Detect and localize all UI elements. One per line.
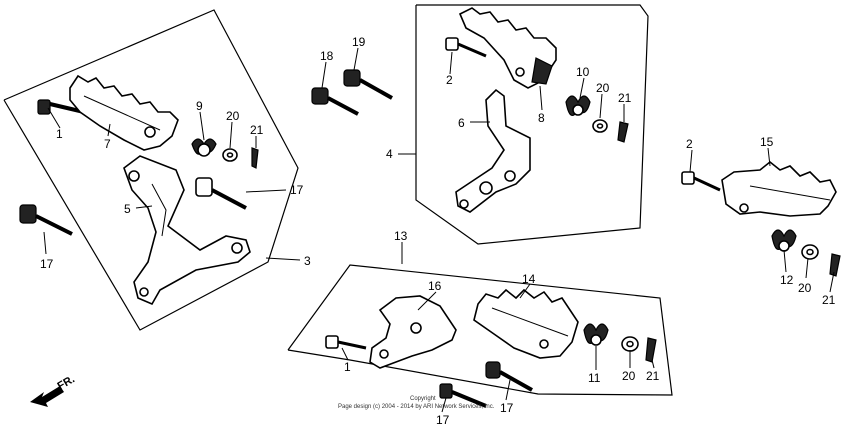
pin-21-center xyxy=(617,121,629,143)
bolt-18 xyxy=(311,87,359,116)
bolt-2-right xyxy=(681,171,721,192)
pin-21-left xyxy=(251,147,259,169)
bolt-1-bottom xyxy=(325,335,367,350)
callout-12: 12 xyxy=(780,273,794,287)
group-box-bottom xyxy=(287,264,673,396)
callout-20: 20 xyxy=(798,281,812,295)
footpeg-14 xyxy=(473,288,579,359)
spring-9 xyxy=(191,138,217,157)
footpeg-8 xyxy=(458,7,557,89)
callout-21: 21 xyxy=(646,369,660,383)
leader-lines xyxy=(43,47,835,413)
bolt-17-bottom-right xyxy=(485,361,533,392)
bolt-19 xyxy=(343,69,393,100)
callout-2: 2 xyxy=(686,137,693,151)
callout-16: 16 xyxy=(428,279,442,293)
callout-3: 3 xyxy=(304,254,311,268)
bracket-5 xyxy=(123,155,251,306)
callout-14: 14 xyxy=(522,272,536,286)
washer-20-right xyxy=(801,244,819,260)
bolt-17-upper xyxy=(195,177,247,210)
callout-5: 5 xyxy=(124,202,131,216)
copyright-line-2: Page design (c) 2004 - 2014 by ARI Netwo… xyxy=(338,404,495,410)
bracket-6 xyxy=(455,88,531,213)
callout-18: 18 xyxy=(320,49,334,63)
spring-11 xyxy=(583,323,609,346)
callout-11: 11 xyxy=(588,371,601,385)
callout-1: 1 xyxy=(56,127,63,141)
callout-21: 21 xyxy=(250,123,264,137)
callout-10: 10 xyxy=(576,65,590,79)
bolt-17-bottom-left xyxy=(439,383,487,408)
washer-20-bottom xyxy=(621,336,639,352)
bolt-17-lower-left xyxy=(19,204,73,236)
callout-6: 6 xyxy=(458,116,465,130)
callout-20: 20 xyxy=(596,81,610,95)
callout-15: 15 xyxy=(760,135,774,149)
footpeg-15 xyxy=(721,160,837,217)
spring-10 xyxy=(565,95,591,117)
bracket-16 xyxy=(369,295,457,369)
pin-21-bottom xyxy=(645,337,657,363)
copyright-line-1: Copyright xyxy=(410,396,436,402)
callout-labels: 1 7 9 20 21 5 17 17 3 18 19 2 10 20 21 6… xyxy=(40,35,836,427)
callout-1: 1 xyxy=(344,360,351,374)
callout-20: 20 xyxy=(226,109,240,123)
callout-8: 8 xyxy=(538,111,545,125)
spring-12 xyxy=(771,229,797,252)
washer-20-center xyxy=(592,119,608,133)
callout-9: 9 xyxy=(196,99,203,113)
callout-7: 7 xyxy=(104,137,111,151)
callout-19: 19 xyxy=(352,35,366,49)
arrow-left-icon xyxy=(30,386,64,407)
washer-20-left xyxy=(222,148,238,162)
callout-20: 20 xyxy=(622,369,636,383)
front-direction-arrow: FR. xyxy=(30,373,77,407)
callout-17: 17 xyxy=(436,413,450,427)
pin-21-right xyxy=(829,253,841,277)
direction-label: FR. xyxy=(56,373,77,392)
callout-4: 4 xyxy=(386,147,393,161)
group-box-center xyxy=(415,4,649,245)
group-box-left xyxy=(3,9,299,331)
callout-13: 13 xyxy=(394,229,408,243)
callout-21: 21 xyxy=(822,293,836,307)
callout-21: 21 xyxy=(618,91,632,105)
footpeg-7 xyxy=(69,74,179,151)
callout-17: 17 xyxy=(500,401,514,415)
callout-17: 17 xyxy=(290,183,304,197)
callout-2: 2 xyxy=(446,73,453,87)
bolt-2-center xyxy=(445,37,487,58)
callout-17: 17 xyxy=(40,257,54,271)
